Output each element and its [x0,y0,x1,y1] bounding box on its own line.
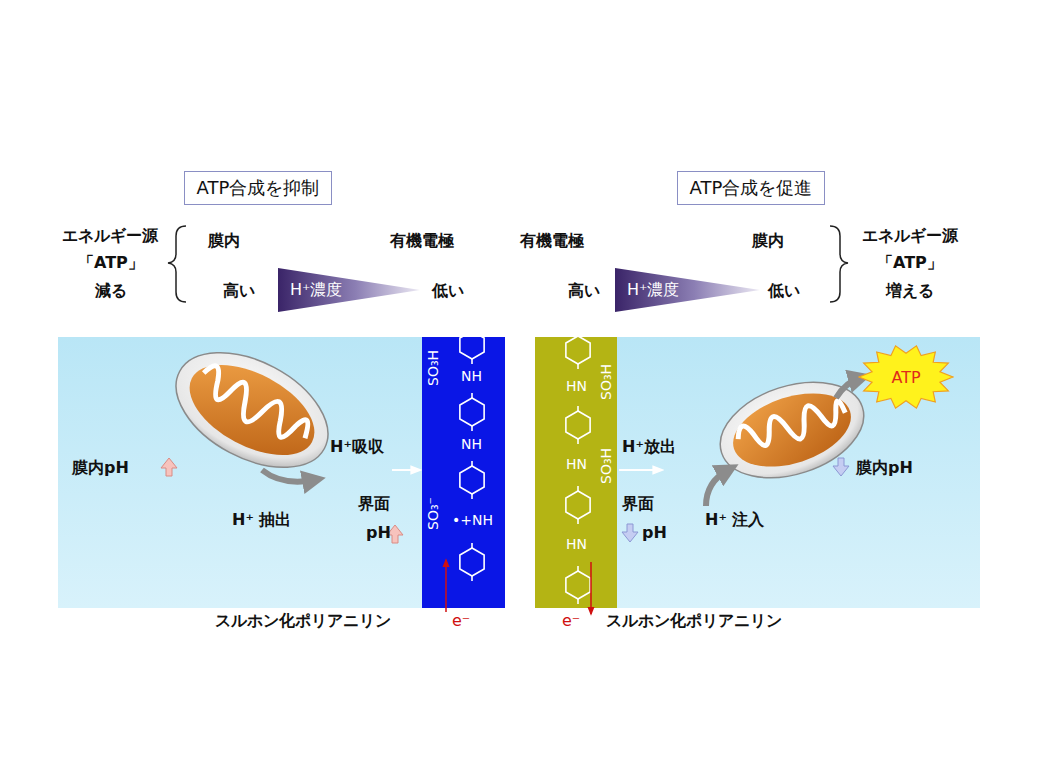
bond [471,359,473,364]
node-text: ATP合成を促進 [690,176,813,200]
bond [577,566,579,571]
mitochondrion [157,329,347,491]
text-label: H⁺吸収 [330,437,384,456]
node-text: H⁺濃度 [290,280,342,301]
text-label: エネルギー源 [862,226,958,245]
mitochondrion [708,365,876,494]
text-label: 界面 [622,494,654,513]
solution-ground [535,337,980,608]
chemical-group: SO₃⁻ [425,497,442,530]
text-label: スルホン化ポリアニリン [606,611,782,630]
benzene-ring [460,398,484,426]
bond [471,393,473,398]
flow-arrow [262,470,314,482]
benzene-ring [566,491,590,519]
electron-label: e⁻ [452,611,470,630]
text-label: スルホン化ポリアニリン [215,611,391,630]
chemical-group: •+NH [452,512,493,529]
polymer-structure [460,326,590,604]
text-label: H⁺放出 [622,437,676,456]
chemical-group: SO₃H [425,350,442,386]
chemical-group: SO₃H [598,448,615,484]
text-label: 減る [95,281,127,300]
bracket [830,226,848,302]
text-label: 増える [886,281,934,300]
text-label: 膜内pH [856,458,913,477]
text-label: H⁺ 注入 [705,510,764,529]
down-arrow [833,458,849,476]
gradient-triangle: H⁺濃度 [278,268,420,312]
bond [471,461,473,466]
text-label: 界面 [358,494,390,513]
benzene-ring [460,331,484,359]
node-text: H⁺濃度 [627,280,679,301]
title-box: ATP合成を促進 [677,171,826,205]
flow-arrow [836,378,860,398]
text-label: 高い [223,281,255,300]
up-arrow [161,458,177,476]
proton-arrow [619,469,662,471]
text-label: H⁺ 抽出 [232,510,291,529]
bond [577,439,579,444]
electrode-band [535,337,617,608]
text-label: エネルギー源 [62,226,158,245]
text-label: 「ATP」 [78,253,144,272]
text-label: 膜内pH [72,458,129,477]
bond [471,576,473,581]
text-label: 膜内 [752,231,784,250]
node-text: ATP合成を抑制 [197,176,320,200]
electrode-band [422,337,505,608]
text-label: 「ATP」 [877,253,943,272]
benzene-ring [460,548,484,576]
chemical-group: NH [461,368,482,385]
text-label: 高い [568,281,600,300]
bond [577,599,579,604]
down-arrow [622,524,638,542]
benzene-ring [566,571,590,599]
benzene-ring [460,466,484,494]
chemical-group: NH [461,436,482,453]
bond [577,406,579,411]
text-label: 低い [432,281,464,300]
text-label: pH [642,523,667,542]
text-label: 低い [768,281,800,300]
text-label: pH [366,523,391,542]
bond [471,426,473,431]
bracket [168,226,186,302]
bond [577,519,579,524]
electron-arrow [445,560,447,612]
chemical-group: SO₃H [598,364,615,400]
bond [471,543,473,548]
electron-arrow [590,562,592,614]
text-label: 有機電極 [520,231,584,250]
flow-arrow [706,470,728,506]
title-box: ATP合成を抑制 [184,171,333,205]
bond [577,364,579,369]
bond [577,486,579,491]
chemical-group: HN [566,536,587,553]
bond [471,326,473,331]
chemical-group: HN [566,378,587,395]
proton-arrow [392,469,420,471]
bond [471,494,473,499]
chemical-group: HN [566,456,587,473]
bond [577,331,579,336]
benzene-ring [566,336,590,364]
benzene-ring [566,411,590,439]
starburst-badge: ATP [858,344,954,410]
electron-label: e⁻ [562,611,580,630]
gradient-triangle: H⁺濃度 [615,268,760,312]
text-label: 膜内 [208,231,240,250]
text-label: 有機電極 [390,231,454,250]
node-text: ATP [891,368,920,387]
